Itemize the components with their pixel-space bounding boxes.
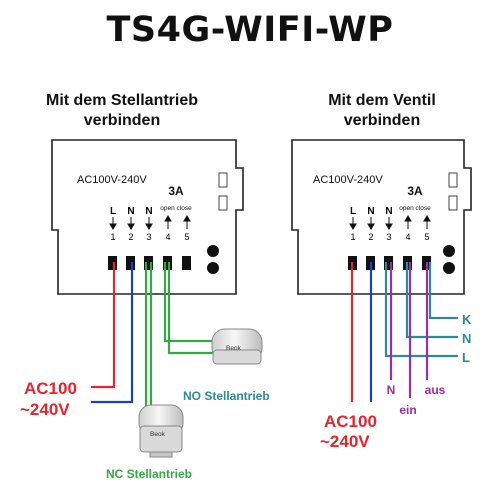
left-terminal-3-number: 3 <box>146 232 151 242</box>
right-valve-n-label: N <box>462 331 471 346</box>
right-mount-slot-top <box>448 172 458 188</box>
left-supply-line2: ~240V <box>20 400 70 419</box>
left-nc-actuator: Beok <box>138 404 184 458</box>
left-terminal-1-number: 1 <box>110 232 115 242</box>
right-terminal-1-letter: L <box>350 206 356 217</box>
right-wire-valve-n <box>405 262 458 339</box>
right-terminal-1-number: 1 <box>350 232 355 242</box>
right-wire-valve-k <box>428 262 458 320</box>
left-terminal-5-number: 5 <box>184 232 189 242</box>
right-screw-hole-bottom <box>443 262 455 274</box>
right-terminal-2-number: 2 <box>368 232 373 242</box>
left-no-actuator: Beok <box>211 328 263 365</box>
left-terminal-4-number: 4 <box>165 232 170 242</box>
right-motor-n-label: N <box>387 383 396 397</box>
right-terminal-3-letter: N <box>385 206 392 217</box>
right-current-label: 3A <box>407 184 423 198</box>
right-diagram-heading: Mit dem Ventil verbinden <box>262 91 500 131</box>
left-terminal-3-letter: N <box>145 206 152 217</box>
right-motor-aus-label: aus <box>425 383 446 397</box>
right-motor-ein-label: ein <box>399 403 416 417</box>
left-nc-actuator-brand: Beok <box>150 431 166 438</box>
left-terminal-arrows <box>109 215 191 230</box>
right-terminal-arrows <box>349 215 431 230</box>
left-no-actuator-brand: Beok <box>226 345 242 352</box>
left-screw-hole-bottom <box>207 262 219 274</box>
right-wire-valve-l <box>384 262 458 358</box>
left-terminal-1-letter: L <box>110 206 116 217</box>
left-wire-live <box>91 262 116 389</box>
left-diagram: AC100V-240V 3A open close L N N 1 2 3 4 … <box>20 139 270 481</box>
left-mount-slot-top <box>218 172 228 188</box>
left-terminal-2-letter: N <box>127 206 134 217</box>
left-nc-actuator-label: NC Stellantrieb <box>106 467 192 481</box>
left-wire-no-2 <box>167 262 218 355</box>
left-screw-hole-top <box>207 245 219 257</box>
right-supply-line1: AC100 <box>324 412 377 431</box>
left-supply-line1: AC100 <box>24 379 77 398</box>
right-supply-line2: ~240V <box>320 432 370 451</box>
left-voltage-label: AC100V-240V <box>77 174 147 186</box>
left-open-close-label: open close <box>160 205 192 212</box>
right-terminal-3-number: 3 <box>386 232 391 242</box>
right-terminal-4-number: 4 <box>405 232 410 242</box>
left-wire-no-1 <box>163 262 218 343</box>
product-title: TS4G-WIFI-WP <box>106 10 394 50</box>
left-current-label: 3A <box>168 184 184 198</box>
right-device-body <box>291 139 472 295</box>
right-open-close-label: open close <box>399 205 431 212</box>
right-mount-slot-bottom <box>448 195 458 211</box>
right-valve-l-label: L <box>462 350 470 365</box>
right-terminal-5-number: 5 <box>424 232 429 242</box>
right-heading-line1: Mit dem Ventil <box>328 92 436 109</box>
left-heading-line1: Mit dem Stellantrieb <box>45 92 199 109</box>
left-wire-neutral <box>91 262 134 404</box>
right-valve-k-label: K <box>462 312 472 327</box>
left-device-body <box>51 139 244 295</box>
right-heading-line2: verbinden <box>343 112 421 129</box>
left-mount-slot-bottom <box>218 195 228 211</box>
left-heading-line2: verbinden <box>83 112 161 129</box>
left-diagram-heading: Mit dem Stellantrieb verbinden <box>2 91 242 131</box>
left-terminal-2-number: 2 <box>128 232 133 242</box>
right-screw-hole-top <box>443 245 455 257</box>
left-no-actuator-label: NO Stellantrieb <box>183 389 270 403</box>
right-terminal-2-letter: N <box>367 206 374 217</box>
right-diagram: AC100V-240V 3A open close L N N 1 2 3 4 … <box>291 139 472 451</box>
left-terminal-blocks <box>108 256 191 270</box>
right-voltage-label: AC100V-240V <box>313 174 383 186</box>
